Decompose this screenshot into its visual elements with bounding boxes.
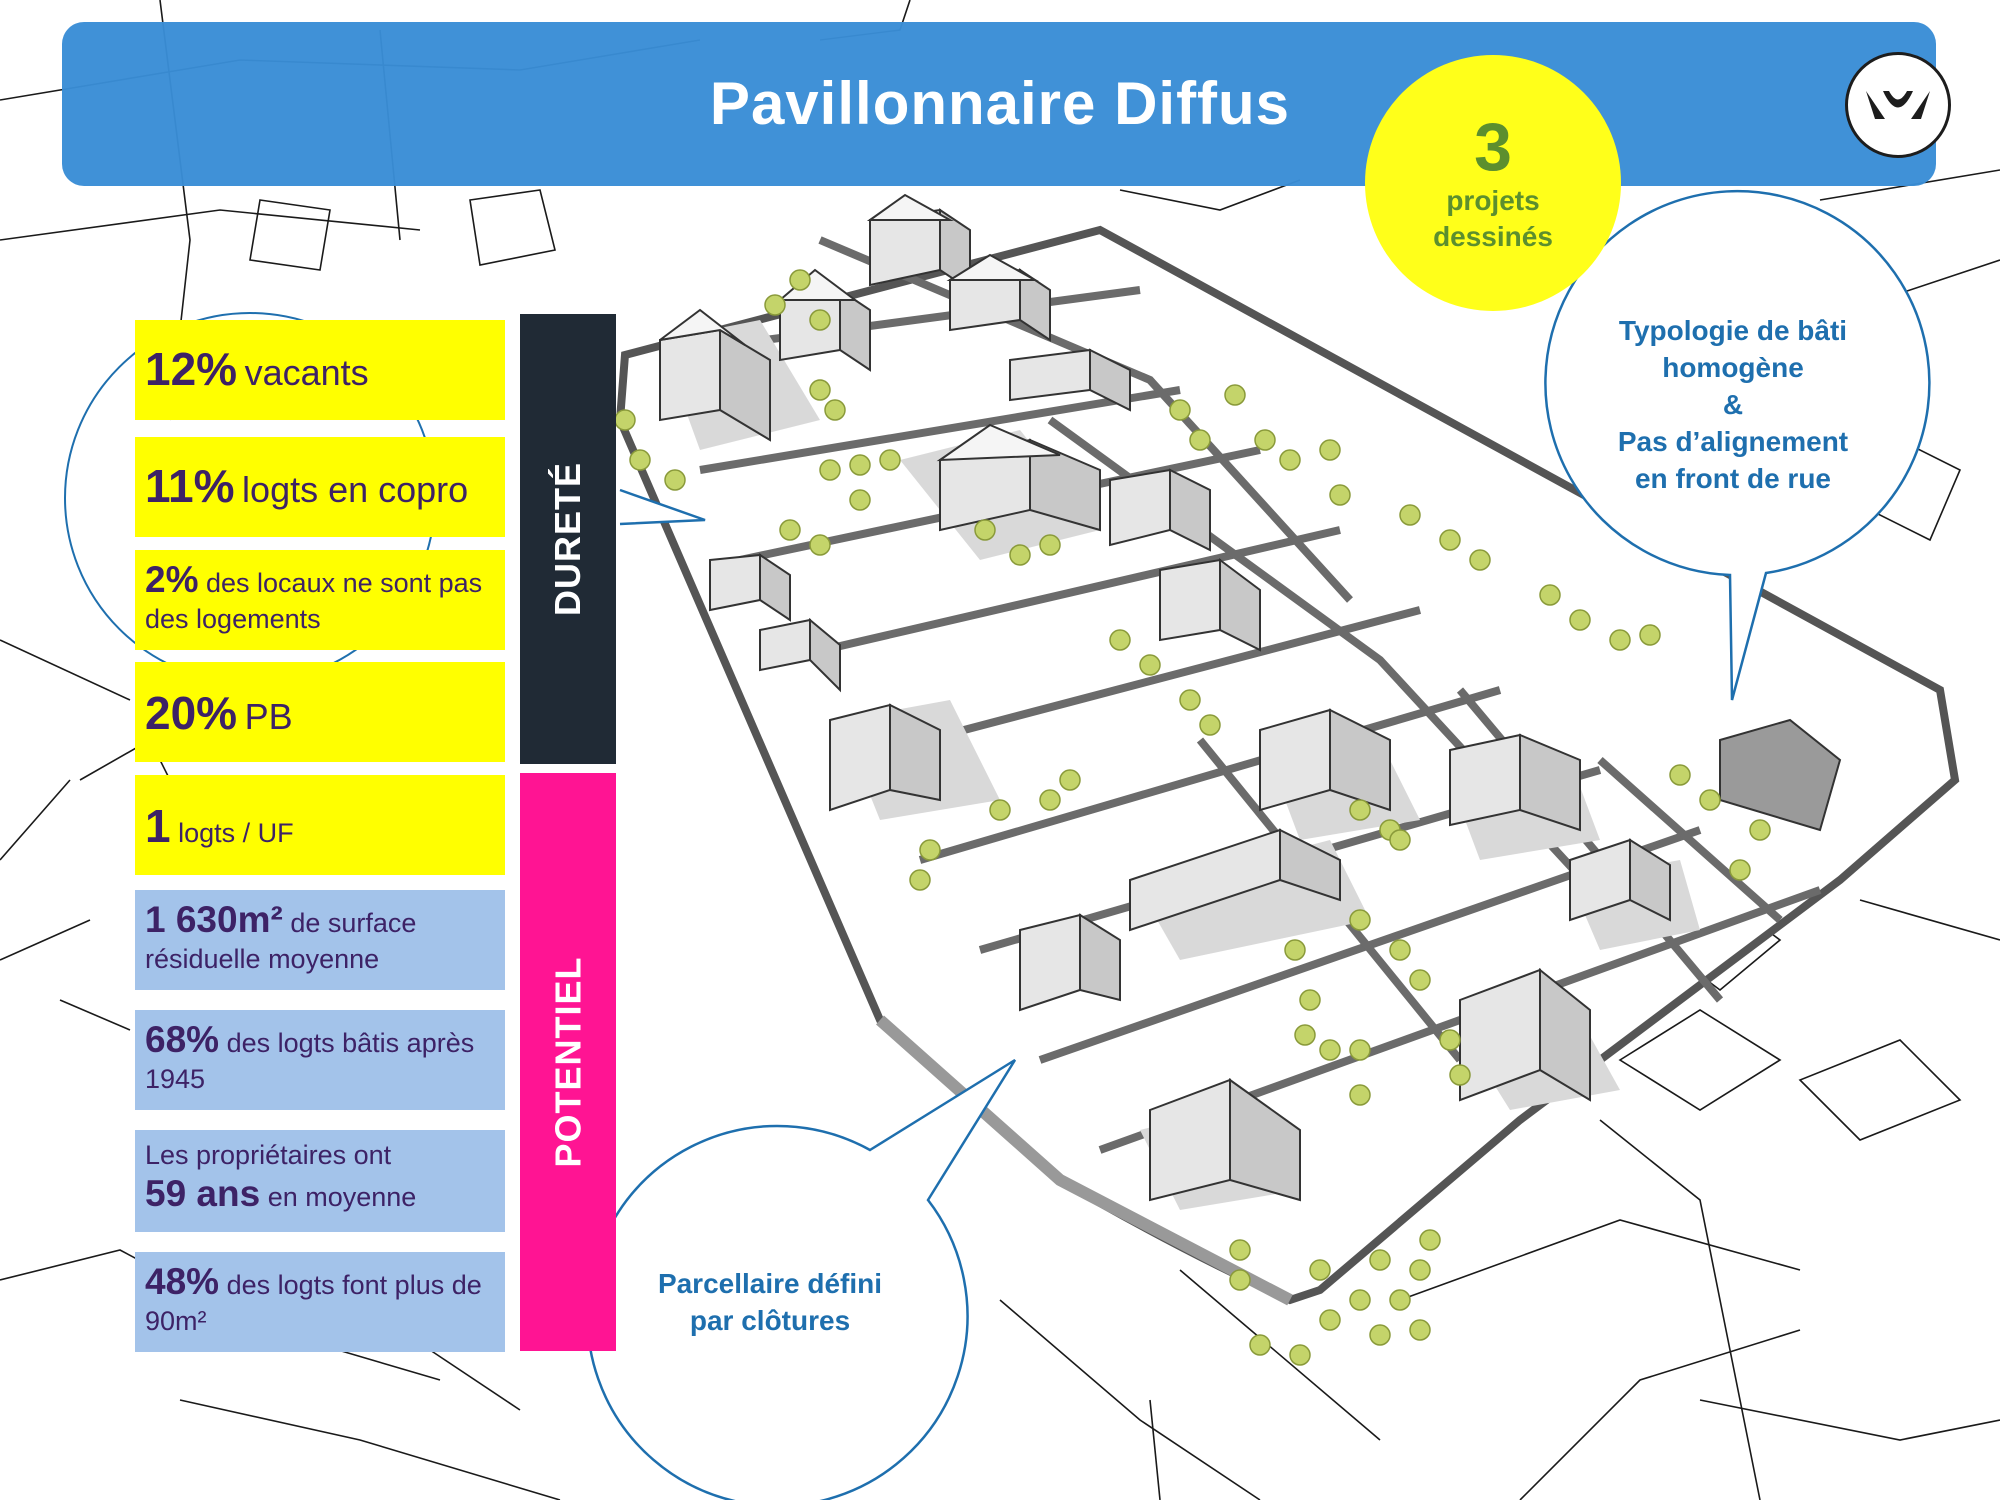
stat-value: 68% bbox=[145, 1019, 220, 1060]
buildings bbox=[659, 193, 1842, 1202]
typologie-line: & bbox=[1722, 389, 1744, 420]
stat-pb: 20% PB bbox=[135, 662, 505, 762]
typologie-line: homogène bbox=[1662, 352, 1804, 383]
stat-label-2: en moyenne bbox=[267, 1182, 417, 1212]
house bbox=[1569, 838, 1671, 922]
stat-label-2: résiduelle moyenne bbox=[145, 944, 380, 974]
house bbox=[1109, 468, 1211, 552]
house bbox=[759, 617, 841, 693]
typologie-bubble bbox=[1544, 189, 1931, 701]
typologie-line: Typologie de bâti bbox=[1618, 315, 1848, 346]
stat-label-2: 1945 bbox=[145, 1064, 206, 1094]
house bbox=[1019, 913, 1121, 1012]
page-title: Pavillonnaire Diffus bbox=[709, 70, 1291, 137]
stat-label: des logts font plus de bbox=[226, 1270, 482, 1300]
house bbox=[709, 553, 791, 622]
house bbox=[946, 253, 1051, 342]
house bbox=[1259, 708, 1391, 812]
durete-label: DURETÉ bbox=[547, 461, 589, 617]
stat-label: vacants bbox=[244, 352, 369, 393]
house bbox=[659, 308, 771, 442]
stat-value: 20% bbox=[145, 687, 238, 739]
house bbox=[777, 268, 871, 372]
projects-label-line1: projets bbox=[1446, 185, 1540, 216]
parcellaire-line: par clôtures bbox=[689, 1305, 851, 1336]
projects-label-line2: dessinés bbox=[1433, 221, 1553, 252]
potentiel-label: POTENTIEL bbox=[547, 956, 589, 1168]
stat-label: logts en copro bbox=[242, 469, 469, 510]
stat-proprio: Les propriétaires ont 59 ans en moyenne bbox=[135, 1130, 505, 1232]
potentiel-band: POTENTIEL bbox=[520, 773, 616, 1351]
stat-label: Les propriétaires ont bbox=[145, 1140, 392, 1170]
stat-copro: 11% logts en copro bbox=[135, 437, 505, 537]
stat-label: PB bbox=[244, 696, 293, 737]
stat-value: 48% bbox=[145, 1261, 220, 1302]
house bbox=[1009, 348, 1131, 412]
stat-batis: 68% des logts bâtis après 1945 bbox=[135, 1010, 505, 1110]
typologie-line: Pas d’alignement bbox=[1617, 426, 1849, 457]
typologie-callout: Typologie de bâti homogène & Pas d’align… bbox=[1568, 312, 1898, 497]
house bbox=[829, 703, 941, 812]
trees bbox=[614, 269, 1771, 1366]
house bbox=[1719, 718, 1842, 832]
title-banner bbox=[62, 22, 1936, 186]
stat-vacants: 12% vacants bbox=[135, 320, 505, 420]
house bbox=[936, 423, 1101, 532]
stat-label-2: 90m² bbox=[145, 1306, 207, 1336]
stat-value: 1 bbox=[145, 800, 171, 852]
stat-label: de surface bbox=[290, 908, 417, 938]
projects-count: 3 bbox=[1474, 109, 1512, 185]
logo-icon bbox=[1866, 91, 1930, 119]
parcellaire-bubble bbox=[586, 1058, 1017, 1500]
stat-value: 11% bbox=[145, 460, 235, 512]
parcellaire-line: Parcellaire défini bbox=[657, 1268, 883, 1299]
stat-label: logts / UF bbox=[178, 818, 294, 848]
house bbox=[1129, 828, 1341, 932]
stat-grands: 48% des logts font plus de 90m² bbox=[135, 1252, 505, 1352]
stat-label: des locaux ne sont pas des logements bbox=[145, 568, 483, 634]
stat-label: des logts bâtis après bbox=[226, 1028, 475, 1058]
projects-badge: 3 projets dessinés bbox=[1365, 55, 1621, 311]
house bbox=[1159, 558, 1261, 652]
parcellaire-callout: Parcellaire défini par clôtures bbox=[620, 1265, 920, 1339]
stat-surface: 1 630m² de surface résiduelle moyenne bbox=[135, 890, 505, 990]
house bbox=[1449, 733, 1581, 832]
house bbox=[1149, 1078, 1301, 1202]
durete-pointer bbox=[619, 488, 706, 526]
stat-locaux: 2% des locaux ne sont pas des logements bbox=[135, 550, 505, 650]
typologie-line: en front de rue bbox=[1634, 463, 1831, 494]
stat-value: 12% bbox=[145, 343, 238, 395]
stat-uf: 1 logts / UF bbox=[135, 775, 505, 875]
stat-value: 1 630m² bbox=[145, 899, 283, 940]
house bbox=[866, 193, 971, 292]
stat-value: 59 ans bbox=[145, 1173, 261, 1214]
brand-logo bbox=[1845, 52, 1951, 158]
stat-value: 2% bbox=[145, 559, 199, 600]
platform-edge bbox=[876, 1015, 1293, 1306]
durete-band: DURETÉ bbox=[520, 314, 616, 764]
